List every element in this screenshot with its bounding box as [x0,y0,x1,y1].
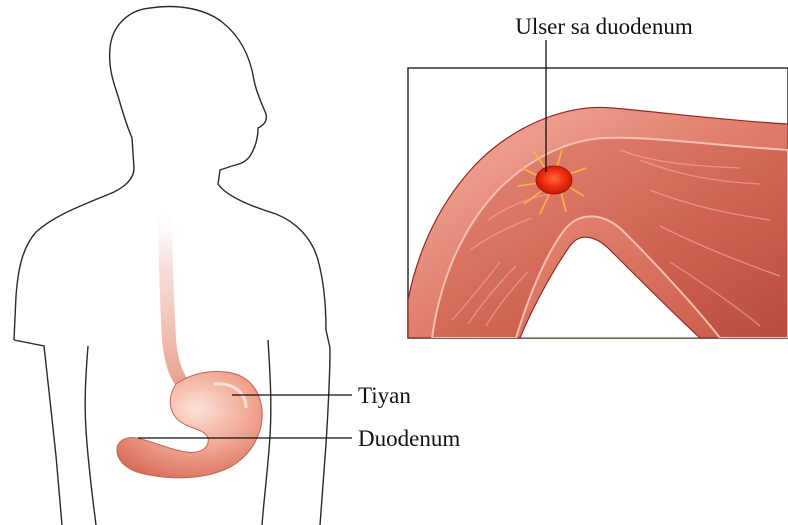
right-flank-outline [262,340,271,525]
stomach-body [117,372,262,478]
inset-panel [408,68,788,338]
duodenum-label: Duodenum [358,426,460,451]
left-arm-outline [14,340,62,525]
ulcer-crater [536,166,572,194]
esophagus [158,200,190,392]
right-arm-outline [320,348,330,525]
stomach [117,372,262,478]
ulcer-label: Ulser sa duodenum [515,14,693,39]
stomach-label: Tiyan [358,383,411,408]
left-flank-outline [85,346,96,525]
